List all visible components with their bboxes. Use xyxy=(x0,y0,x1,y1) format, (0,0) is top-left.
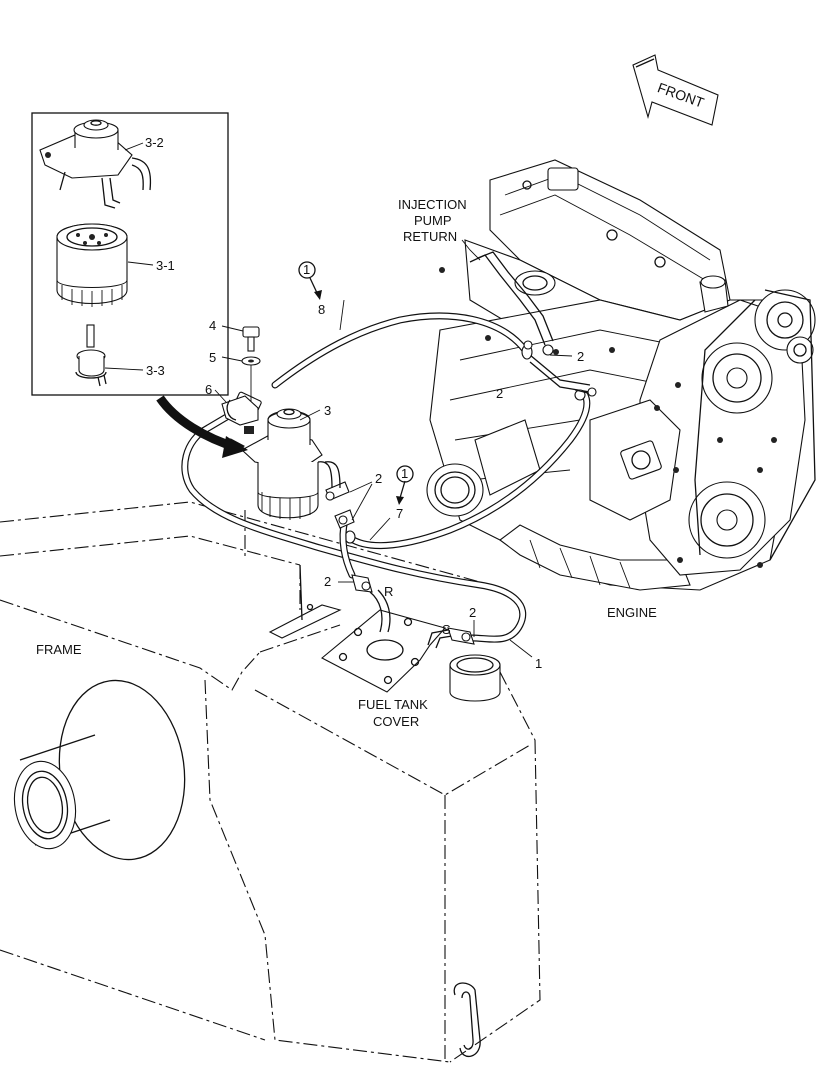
callout-2-lower: 2 xyxy=(324,574,331,589)
bolt-washer-clamp xyxy=(221,326,261,426)
filter-head-3-2 xyxy=(39,119,152,209)
injection-label-line1: INJECTION xyxy=(398,197,467,212)
callout-5: 5 xyxy=(209,350,216,365)
fitting-engine-b xyxy=(574,387,597,401)
callout-2-tank: 2 xyxy=(469,605,476,620)
bolt-4 xyxy=(242,326,260,352)
fuel-tank-cover xyxy=(321,609,446,693)
fuel-tank-cover-label-line1: FUEL TANK xyxy=(358,697,428,712)
injection-label-line2: PUMP xyxy=(414,213,452,228)
callout-3: 3 xyxy=(324,403,331,418)
callout-3-1: 3-1 xyxy=(156,258,175,273)
circle-marker-a-text: 1 xyxy=(303,262,310,277)
port-s-label: S xyxy=(442,622,451,637)
tank-filler-neck xyxy=(449,654,501,702)
callout-3-3: 3-3 xyxy=(146,363,165,378)
front-arrow: FRONT xyxy=(632,54,719,126)
callout-3-2: 3-2 xyxy=(145,135,164,150)
callout-4: 4 xyxy=(209,318,216,333)
filter-element-3-1 xyxy=(56,223,128,307)
port-r-label: R xyxy=(384,584,393,599)
circle-marker-b-text: 1 xyxy=(401,466,408,481)
inset-box xyxy=(31,112,229,396)
fitting-r xyxy=(351,574,373,593)
text-labels: 3-2 3-1 3-3 4 5 6 3 8 7 1 2 2 2 2 2 1 1 … xyxy=(36,135,657,729)
tank-handle xyxy=(453,982,481,1058)
washer-5 xyxy=(241,356,261,366)
callout-2-engine-a: 2 xyxy=(577,349,584,364)
callout-8: 8 xyxy=(318,302,325,317)
callout-1: 1 xyxy=(535,656,542,671)
injection-label-line3: RETURN xyxy=(403,229,457,244)
fitting-engine-a xyxy=(523,340,554,356)
filler-pipe xyxy=(13,679,186,861)
callout-2-filter: 2 xyxy=(375,471,382,486)
inset-pointer-arrow xyxy=(156,395,248,458)
leader-lines xyxy=(104,142,589,658)
circle-markers xyxy=(298,261,414,483)
fittings xyxy=(325,340,597,645)
engine xyxy=(426,159,816,591)
fuel-tank-cover-label-line2: COVER xyxy=(373,714,419,729)
fitting-filter-upper xyxy=(325,481,350,501)
engine-label: ENGINE xyxy=(607,605,657,620)
callout-arrows xyxy=(309,277,406,505)
callout-2-engine-b: 2 xyxy=(496,386,503,401)
filter-bracket xyxy=(268,564,342,639)
callout-7: 7 xyxy=(396,506,403,521)
fitting-filter-lower xyxy=(334,509,355,529)
frame-outline xyxy=(0,501,481,1063)
callout-6: 6 xyxy=(205,382,212,397)
sensor-3-3 xyxy=(75,324,107,387)
clamp-6 xyxy=(221,395,259,426)
hoses xyxy=(181,312,591,649)
frame-label: FRAME xyxy=(36,642,82,657)
fitting-s xyxy=(447,627,475,645)
